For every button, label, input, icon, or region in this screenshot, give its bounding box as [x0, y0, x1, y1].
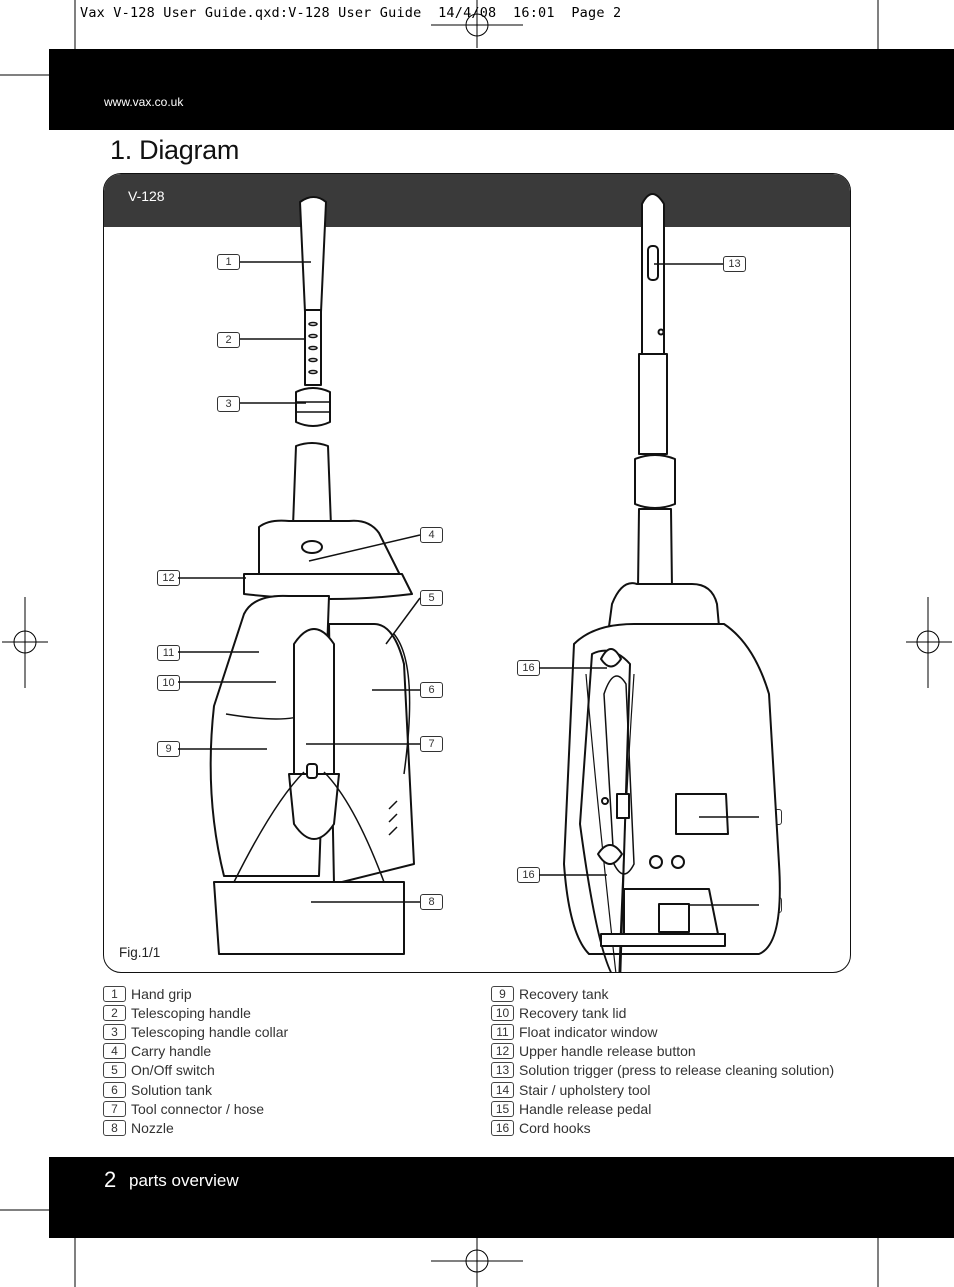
- legend-label: Nozzle: [131, 1119, 174, 1136]
- panel-header: V-128: [104, 174, 850, 227]
- page-number: 2: [104, 1167, 117, 1192]
- header-bar: www.vax.co.uk: [49, 49, 954, 130]
- callout-13: 13: [723, 256, 746, 272]
- callout-3: 3: [217, 396, 240, 412]
- legend-label: Carry handle: [131, 1043, 212, 1060]
- legend-item: 12 Upper handle release button: [491, 1042, 834, 1061]
- callout-7: 7: [420, 736, 443, 752]
- callout-6: 6: [420, 682, 443, 698]
- callout-1: 1: [217, 254, 240, 270]
- callout-16-upper: 16: [517, 660, 540, 676]
- legend-label: Float indicator window: [519, 1023, 658, 1040]
- legend-label: Telescoping handle: [131, 1004, 251, 1021]
- legend-badge: 14: [491, 1081, 514, 1098]
- print-slug: Vax V-128 User Guide.qxd:V-128 User Guid…: [80, 5, 622, 21]
- legend-badge: 11: [491, 1023, 514, 1040]
- diagram-panel: V-128: [103, 173, 851, 973]
- callout-11: 11: [157, 645, 180, 661]
- legend-label: Solution trigger (press to release clean…: [519, 1062, 835, 1079]
- legend-item: 13 Solution trigger (press to release cle…: [491, 1061, 834, 1080]
- legend-badge: 6: [103, 1081, 126, 1098]
- legend-item: 3 Telescoping handle collar: [103, 1022, 288, 1041]
- legend-item: 10 Recovery tank lid: [491, 1003, 834, 1022]
- model-label: V-128: [128, 188, 165, 204]
- legend-item: 4 Carry handle: [103, 1042, 288, 1061]
- figure-label: Fig.1/1: [119, 945, 161, 960]
- callout-4: 4: [420, 527, 443, 543]
- parts-legend-left: 1 Hand grip 2 Telescoping handle 3 Telescop…: [103, 984, 288, 1138]
- legend-badge: 7: [103, 1100, 126, 1117]
- legend-item: 8 Nozzle: [103, 1118, 288, 1137]
- section-title: parts overview: [129, 1171, 239, 1190]
- parts-legend-right: 9 Recovery tank 10 Recovery tank lid 11 Flo…: [491, 984, 834, 1138]
- legend-item: 1 Hand grip: [103, 984, 288, 1003]
- callout-10: 10: [157, 675, 180, 691]
- legend-item: 7 Tool connector / hose: [103, 1099, 288, 1118]
- legend-badge: 2: [103, 1004, 126, 1021]
- legend-badge: 13: [491, 1062, 514, 1079]
- legend-label: Recovery tank: [519, 985, 609, 1002]
- legend-badge: 16: [491, 1119, 514, 1136]
- callout-8: 8: [420, 894, 443, 910]
- legend-label: Handle release pedal: [519, 1100, 652, 1117]
- legend-item: 2 Telescoping handle: [103, 1003, 288, 1022]
- legend-badge: 1: [103, 985, 126, 1002]
- legend-item: 9 Recovery tank: [491, 984, 834, 1003]
- legend-label: Cord hooks: [519, 1119, 591, 1136]
- legend-badge: 15: [491, 1100, 514, 1117]
- page-title: 1. Diagram: [110, 135, 240, 165]
- legend-badge: 10: [491, 1004, 514, 1021]
- legend-label: Solution tank: [131, 1081, 212, 1098]
- legend-label: Telescoping handle collar: [131, 1023, 289, 1040]
- front-view-drawing: [178, 193, 781, 972]
- legend-label: On/Off switch: [131, 1062, 215, 1079]
- legend-label: Stair / upholstery tool: [519, 1081, 651, 1098]
- legend-label: Recovery tank lid: [519, 1004, 627, 1021]
- website-url[interactable]: www.vax.co.uk: [104, 95, 184, 109]
- legend-label: Tool connector / hose: [131, 1100, 265, 1117]
- legend-item: 11 Float indicator window: [491, 1022, 834, 1041]
- callout-5: 5: [420, 590, 443, 606]
- legend-item: 6 Solution tank: [103, 1080, 288, 1099]
- legend-item: 16 Cord hooks: [491, 1118, 834, 1137]
- footer-bar: 2 parts overview: [49, 1157, 954, 1238]
- legend-badge: 12: [491, 1043, 514, 1060]
- legend-label: Upper handle release button: [519, 1043, 696, 1060]
- legend-badge: 3: [103, 1023, 126, 1040]
- legend-badge: 8: [103, 1119, 126, 1136]
- legend-item: 15 Handle release pedal: [491, 1099, 834, 1118]
- callout-2: 2: [217, 332, 240, 348]
- legend-label: Hand grip: [131, 985, 192, 1002]
- callout-9: 9: [157, 741, 180, 757]
- legend-badge: 4: [103, 1043, 126, 1060]
- legend-item: 5 On/Off switch: [103, 1061, 288, 1080]
- legend-badge: 9: [491, 985, 514, 1002]
- callout-16-lower: 16: [517, 867, 540, 883]
- legend-badge: 5: [103, 1062, 126, 1079]
- legend-item: 14 Stair / upholstery tool: [491, 1080, 834, 1099]
